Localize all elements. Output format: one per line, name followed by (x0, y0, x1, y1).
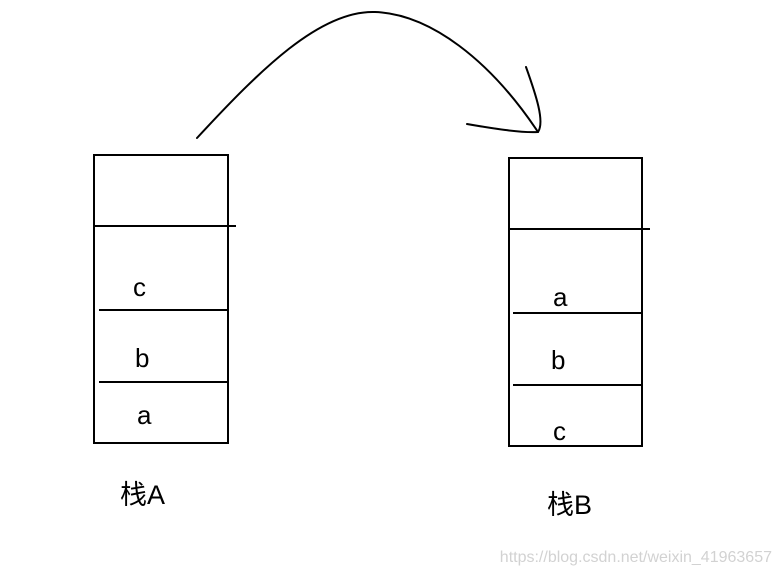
stack-b-item: a (553, 282, 568, 312)
stack-b-title: 栈B (547, 490, 592, 520)
stack-a-item: b (135, 343, 149, 373)
stack-a-item: a (137, 400, 152, 430)
stack-b-item: c (553, 416, 566, 446)
watermark: https://blog.csdn.net/weixin_41963657 (500, 549, 772, 566)
stack-a-item: c (133, 272, 146, 302)
stack-b-outline (508, 157, 643, 447)
stack-a-outline (93, 154, 229, 444)
stack-a: c b a 栈A (93, 154, 236, 510)
stack-b-item: b (551, 345, 565, 375)
transfer-arrow-curve (196, 10, 539, 139)
stack-a-title: 栈A (120, 480, 165, 510)
stack-b: a b c 栈B (508, 157, 650, 520)
transfer-arrowhead-icon (466, 66, 542, 134)
